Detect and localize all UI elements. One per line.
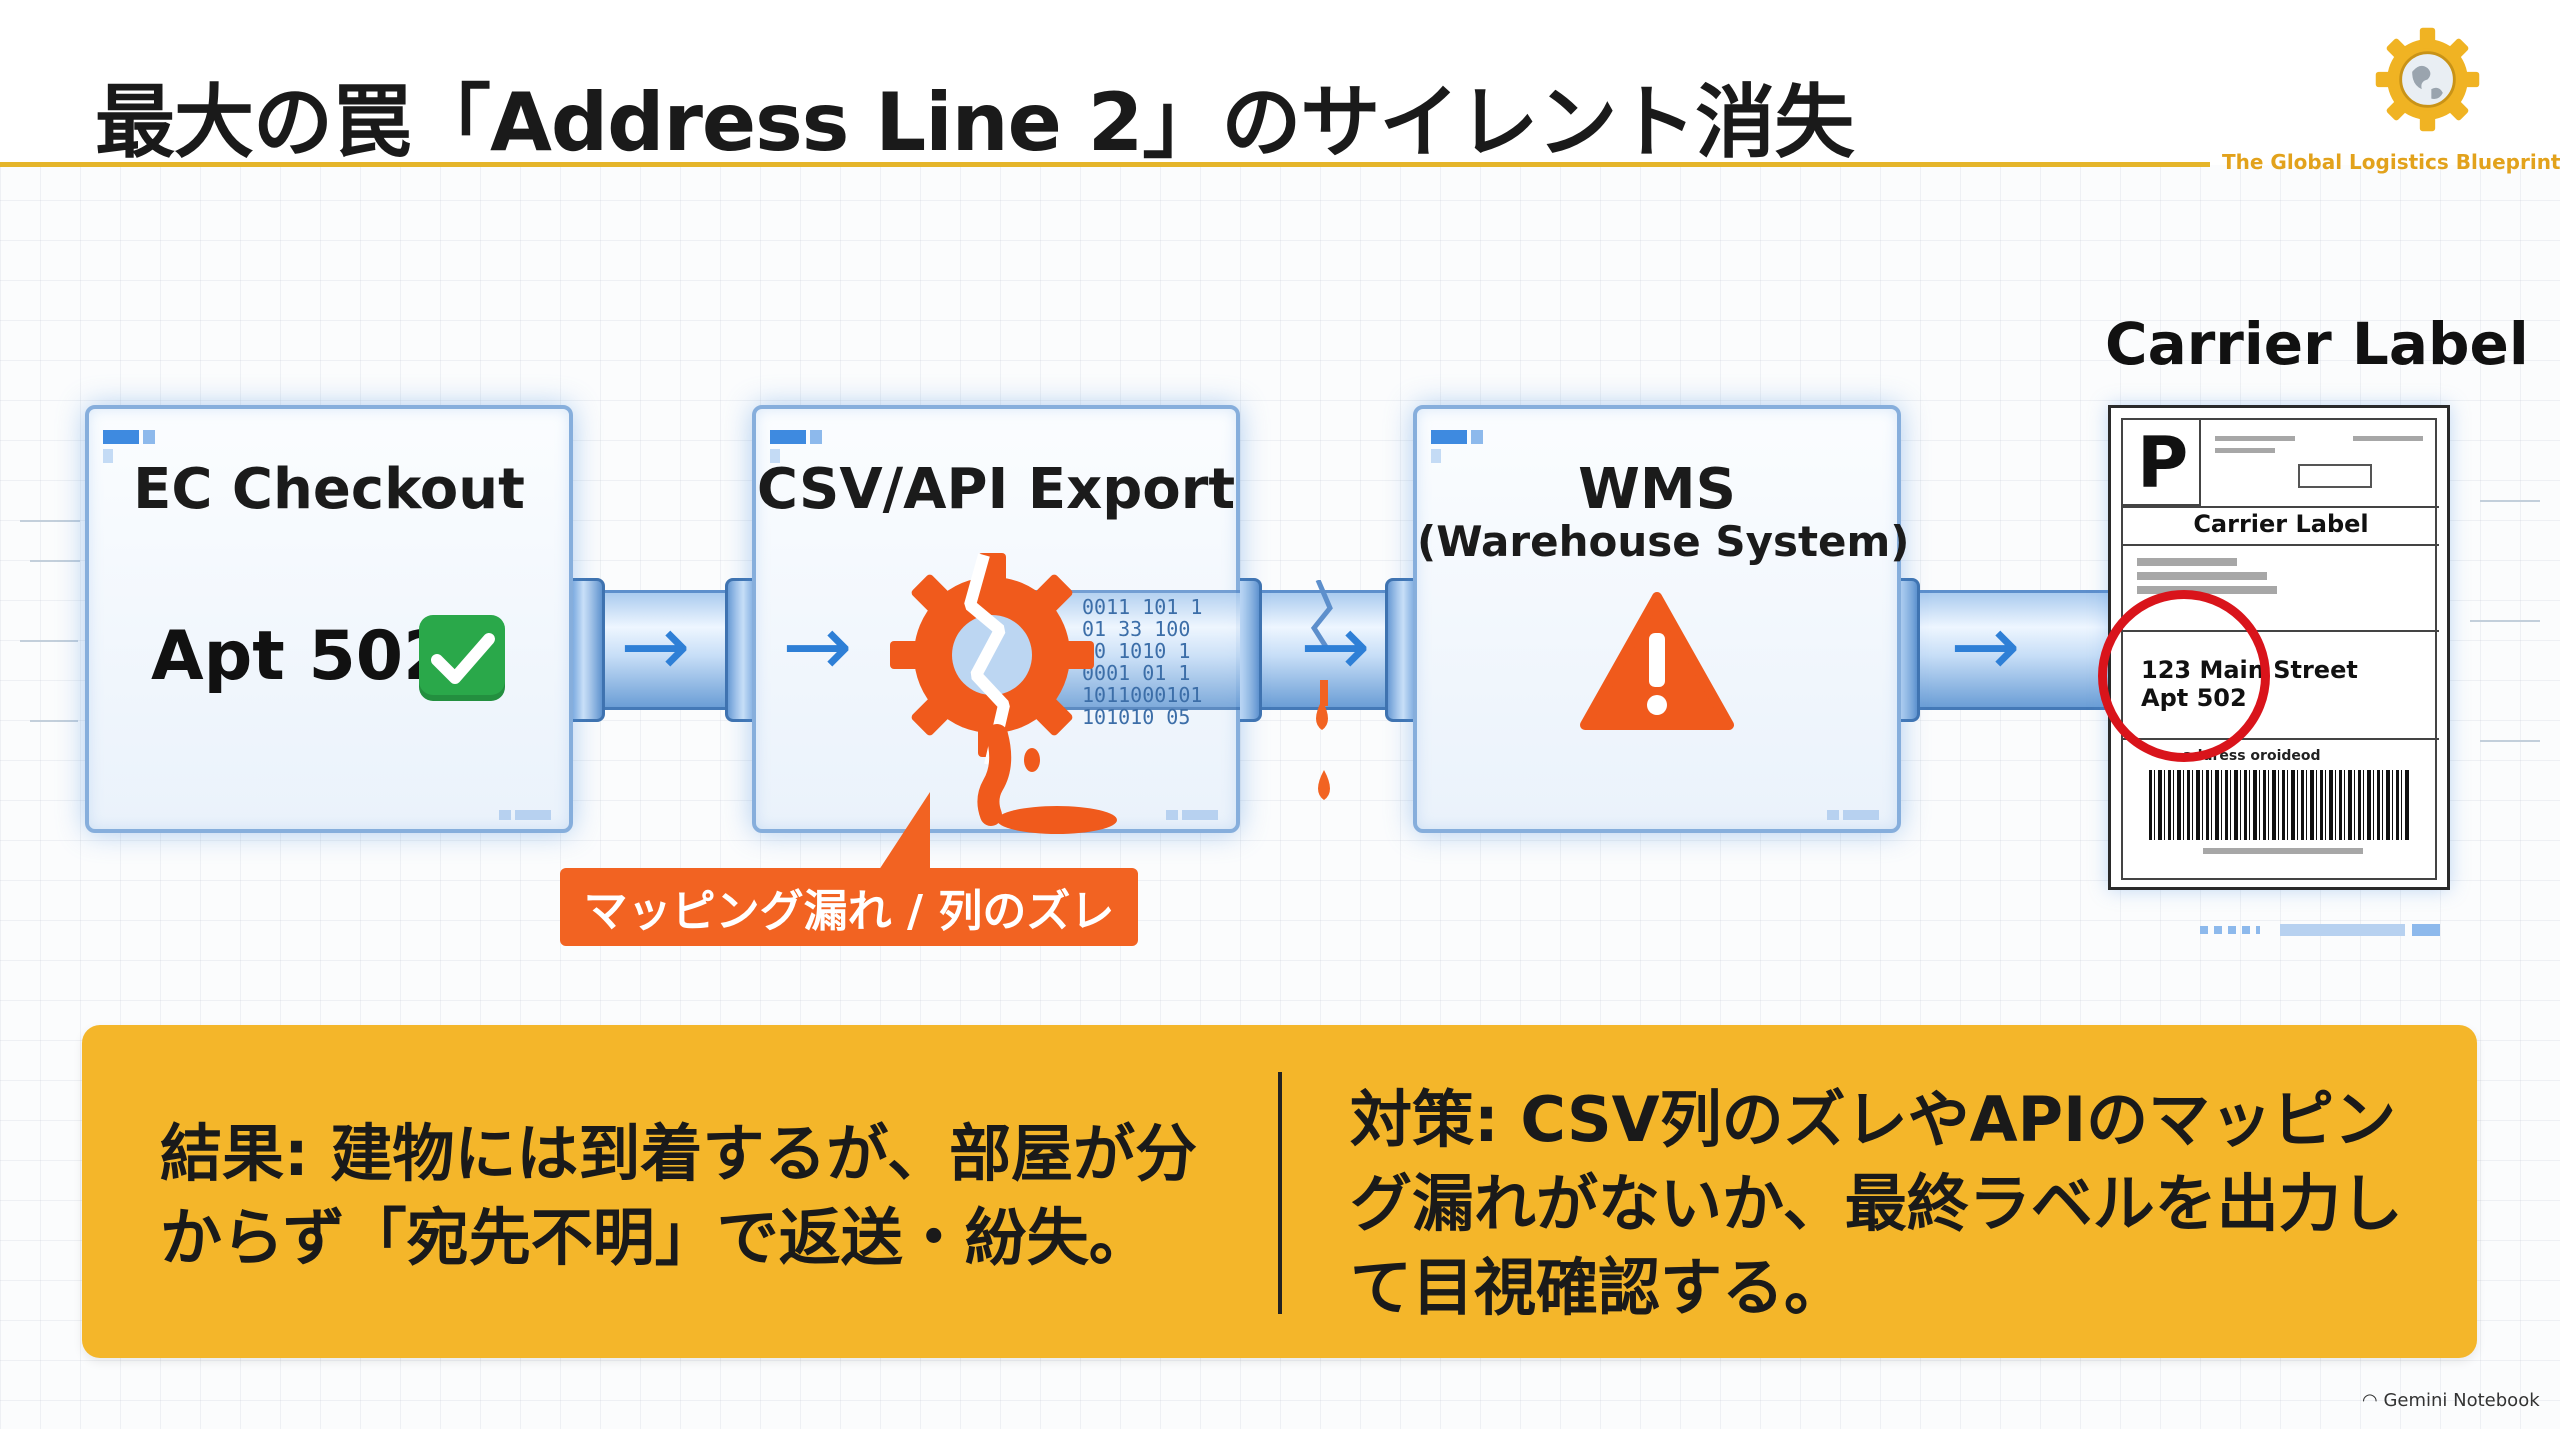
card-tab-decor bbox=[1431, 429, 1497, 463]
wms-subtitle: (Warehouse System) bbox=[1417, 517, 1910, 566]
flow-arrow-icon: → bbox=[620, 597, 691, 695]
label-inner-frame: P Carrier Label 123 Main Street Apt 502 … bbox=[2121, 418, 2439, 880]
label-text-bar bbox=[2215, 448, 2275, 453]
result-text: 結果: 建物には到着するが、部屋が分からず「宛先不明」で返送・紛失。 bbox=[160, 1117, 1198, 1274]
flow-arrow-icon: → bbox=[1300, 597, 1371, 695]
card-tab-decor bbox=[770, 429, 836, 463]
label-text-bar bbox=[2137, 558, 2237, 566]
card-foot-decor bbox=[1823, 805, 1883, 820]
wms-card: WMS (Warehouse System) bbox=[1413, 405, 1910, 833]
export-title: CSV/API Export bbox=[756, 457, 1236, 522]
ec-checkout-title: EC Checkout bbox=[133, 457, 525, 522]
header-band bbox=[0, 0, 2560, 165]
callout-pointer bbox=[875, 792, 930, 876]
mapping-error-callout: マッピング漏れ / 列のズレ bbox=[560, 868, 1138, 946]
label-text-bar bbox=[2215, 436, 2295, 441]
label-divider bbox=[2123, 630, 2439, 632]
brand-name: The Global Logistics Blueprint bbox=[2222, 150, 2560, 174]
label-stamp-box bbox=[2298, 464, 2372, 488]
label-divider bbox=[2123, 544, 2439, 546]
label-text-bar bbox=[2137, 586, 2277, 594]
title-underline bbox=[0, 162, 2210, 167]
label-text-bar bbox=[2203, 848, 2363, 854]
card-foot-decor bbox=[1162, 805, 1222, 820]
ec-checkout-apt-value: Apt 502 bbox=[151, 617, 451, 696]
decor-bar bbox=[2412, 924, 2440, 936]
label-p-box bbox=[2123, 420, 2201, 506]
decor-progress-bar bbox=[2200, 922, 2440, 938]
decor-dots bbox=[2200, 926, 2260, 934]
watermark-text: Gemini Notebook bbox=[2383, 1390, 2540, 1411]
highlight-circle bbox=[2098, 590, 2270, 762]
page-title: 最大の罠「Address Line 2」のサイレント消失 bbox=[95, 76, 1854, 169]
decor-line bbox=[2480, 500, 2540, 502]
card-foot-decor bbox=[495, 805, 555, 820]
pipe-segment-3 bbox=[1880, 590, 2120, 710]
card-tab-decor bbox=[103, 429, 169, 463]
wms-title: WMS bbox=[1578, 457, 1736, 522]
label-divider bbox=[2123, 738, 2439, 740]
decor-bar bbox=[2280, 924, 2405, 936]
broken-gear-icon bbox=[890, 553, 1117, 834]
decor-line bbox=[30, 720, 78, 722]
gear-globe-icon bbox=[2375, 27, 2480, 132]
carrier-label-heading: Carrier Label bbox=[2105, 310, 2529, 378]
label-text-bar bbox=[2137, 572, 2267, 580]
decor-line bbox=[20, 520, 80, 522]
decor-line bbox=[20, 640, 78, 642]
ec-checkout-card: EC Checkout Apt 502 bbox=[85, 405, 573, 833]
label-divider bbox=[2123, 506, 2439, 508]
summary-divider bbox=[1278, 1072, 1282, 1314]
label-text-bar bbox=[2353, 436, 2423, 441]
decor-line bbox=[2480, 740, 2540, 742]
notebook-icon: ◠ bbox=[2362, 1390, 2378, 1411]
decor-line bbox=[30, 560, 80, 562]
flow-arrow-icon: → bbox=[1950, 597, 2021, 695]
warning-triangle-icon bbox=[1580, 592, 1734, 730]
decor-line bbox=[2470, 620, 2540, 622]
pipe-break-drip-icon bbox=[1310, 580, 1333, 800]
label-priority-mark: P bbox=[2137, 422, 2189, 504]
check-mark-icon bbox=[419, 615, 505, 701]
flow-arrow-icon: → bbox=[782, 597, 853, 695]
label-title: Carrier Label bbox=[2193, 510, 2369, 538]
barcode bbox=[2149, 770, 2411, 840]
countermeasure-text: 対策: CSV列のズレやAPIのマッピング漏れがないか、最終ラベルを出力して目視… bbox=[1350, 1083, 2403, 1324]
watermark: ◠ Gemini Notebook bbox=[2362, 1390, 2540, 1411]
